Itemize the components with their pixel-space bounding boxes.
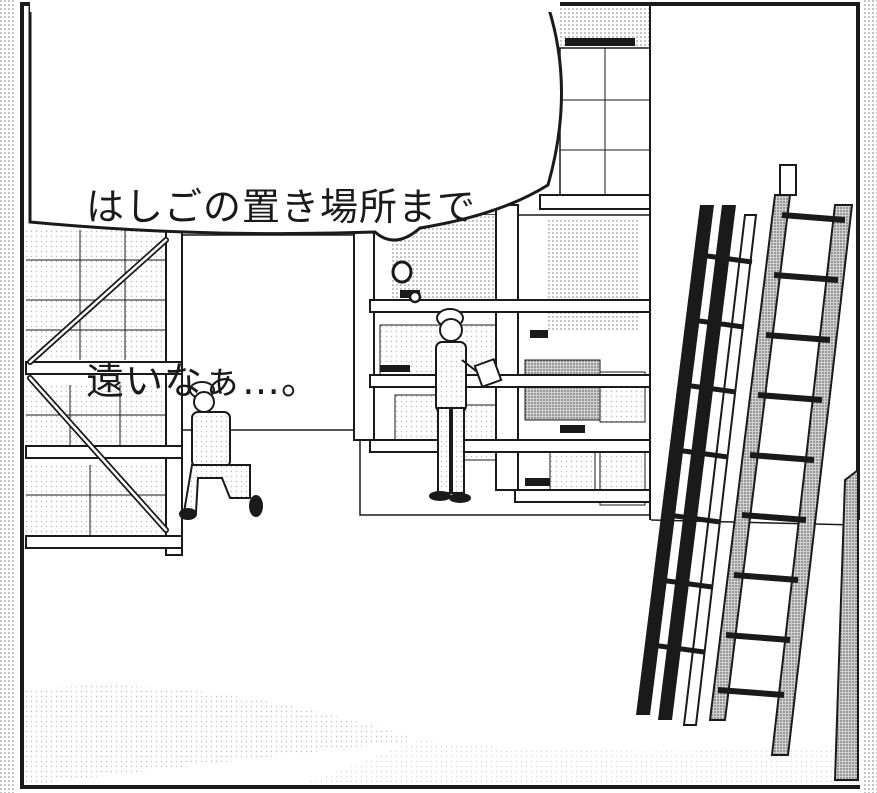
thought-text: はしごの置き場所まで 遠いなぁ…。 [86,62,476,526]
floor-shadow-right [300,740,860,785]
thought-text-line-1: はしごの置き場所まで [86,185,477,229]
ladder-right [708,164,859,781]
standing-worker [429,308,503,503]
left-gutter [0,0,14,793]
left-rack [25,229,183,556]
kneeling-worker [179,381,263,520]
thought-text-line-2: 遠いなぁ…。 [86,359,321,403]
thought-bubble [28,2,563,304]
ladder-left [636,205,758,726]
floor-shadow [24,685,420,785]
right-gutter [863,0,877,793]
upper-right-shelf [539,6,651,520]
